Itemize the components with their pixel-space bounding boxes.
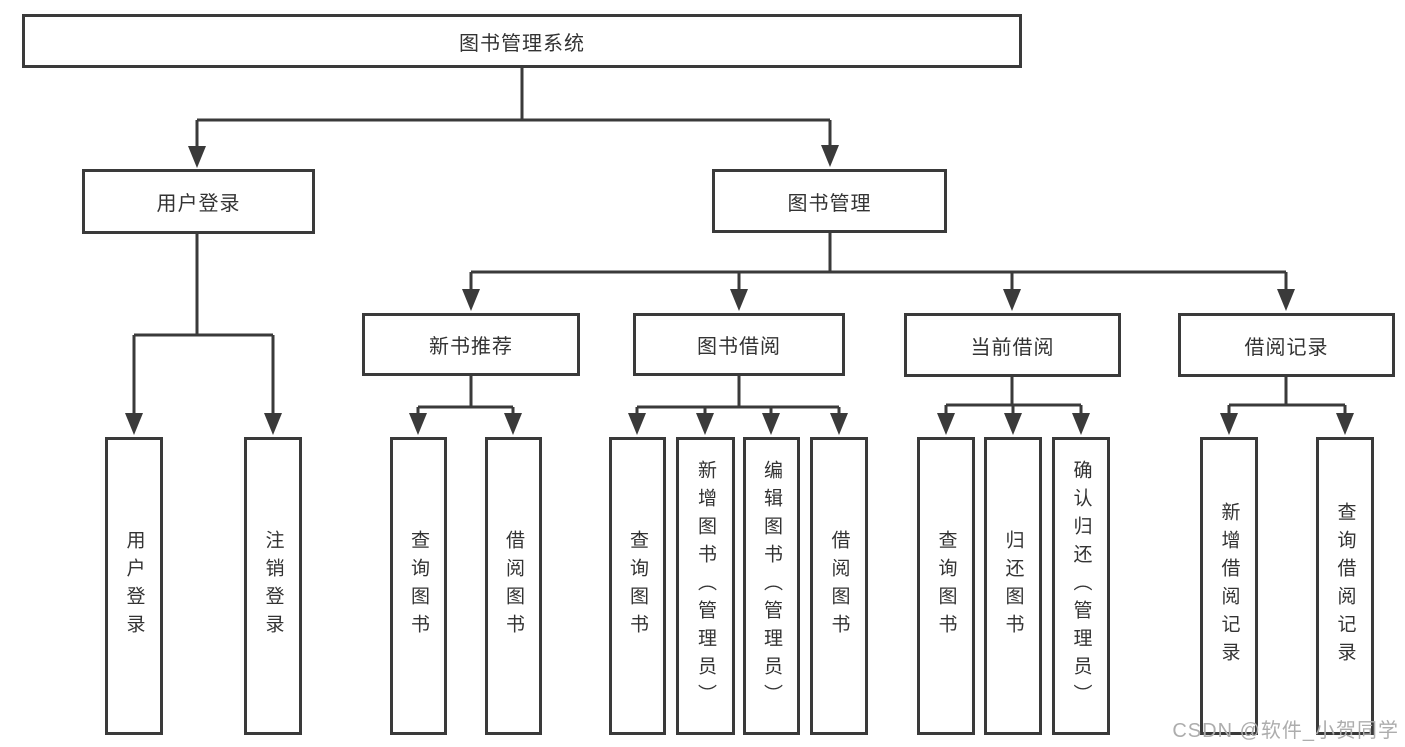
node-borrowing-records-label: 借阅记录 <box>1244 336 1329 359</box>
node-new-book-recommend: 新书推荐 <box>362 313 580 376</box>
leaf-newbook-borrow-books-label: 借阅图书 <box>503 530 524 642</box>
leaf-records-add-record: 新增借阅记录 <box>1200 437 1258 735</box>
leaf-current-confirm-return-admin-label: 确认归还（管理员） <box>1070 460 1092 712</box>
leaf-logout: 注销登录 <box>244 437 302 735</box>
leaf-borrowing-edit-books-admin: 编辑图书（管理员） <box>743 437 800 735</box>
leaf-borrowing-query-books-label: 查询图书 <box>627 530 648 642</box>
leaf-current-confirm-return-admin: 确认归还（管理员） <box>1052 437 1110 735</box>
leaf-user-login: 用户登录 <box>105 437 163 735</box>
leaf-borrowing-query-books: 查询图书 <box>609 437 666 735</box>
leaf-current-query-books: 查询图书 <box>917 437 975 735</box>
node-book-borrowing-label: 图书借阅 <box>697 336 781 358</box>
leaf-borrowing-add-books-admin-label: 新增图书（管理员） <box>695 460 716 712</box>
leaf-newbook-query-books-label: 查询图书 <box>408 530 429 642</box>
node-borrowing-records: 借阅记录 <box>1178 313 1395 377</box>
node-book-management: 图书管理 <box>712 169 947 233</box>
leaf-records-add-record-label: 新增借阅记录 <box>1218 502 1240 670</box>
leaf-borrowing-add-books-admin: 新增图书（管理员） <box>676 437 735 735</box>
leaf-borrowing-borrow-books: 借阅图书 <box>810 437 868 735</box>
leaf-records-query-record: 查询借阅记录 <box>1316 437 1374 735</box>
node-user-login: 用户登录 <box>82 169 315 234</box>
leaf-user-login-label: 用户登录 <box>123 530 145 642</box>
node-book-borrowing: 图书借阅 <box>633 313 845 376</box>
node-user-login-label: 用户登录 <box>156 193 241 215</box>
csdn-watermark: CSDN @软件_小贺同学 <box>1172 720 1399 742</box>
leaf-current-return-books-label: 归还图书 <box>1002 530 1024 642</box>
leaf-borrowing-borrow-books-label: 借阅图书 <box>828 530 850 642</box>
leaf-newbook-query-books: 查询图书 <box>390 437 447 735</box>
leaf-logout-label: 注销登录 <box>262 530 284 642</box>
node-current-borrowing: 当前借阅 <box>904 313 1121 377</box>
node-root-label: 图书管理系统 <box>459 32 585 55</box>
leaf-current-query-books-label: 查询图书 <box>935 530 957 642</box>
node-current-borrowing-label: 当前借阅 <box>970 336 1055 359</box>
leaf-current-return-books: 归还图书 <box>984 437 1042 735</box>
node-root: 图书管理系统 <box>22 14 1022 68</box>
node-new-book-recommend-label: 新书推荐 <box>429 336 513 358</box>
leaf-newbook-borrow-books: 借阅图书 <box>485 437 542 735</box>
leaf-records-query-record-label: 查询借阅记录 <box>1334 502 1356 670</box>
leaf-borrowing-edit-books-admin-label: 编辑图书（管理员） <box>761 460 782 712</box>
node-book-management-label: 图书管理 <box>787 192 872 215</box>
